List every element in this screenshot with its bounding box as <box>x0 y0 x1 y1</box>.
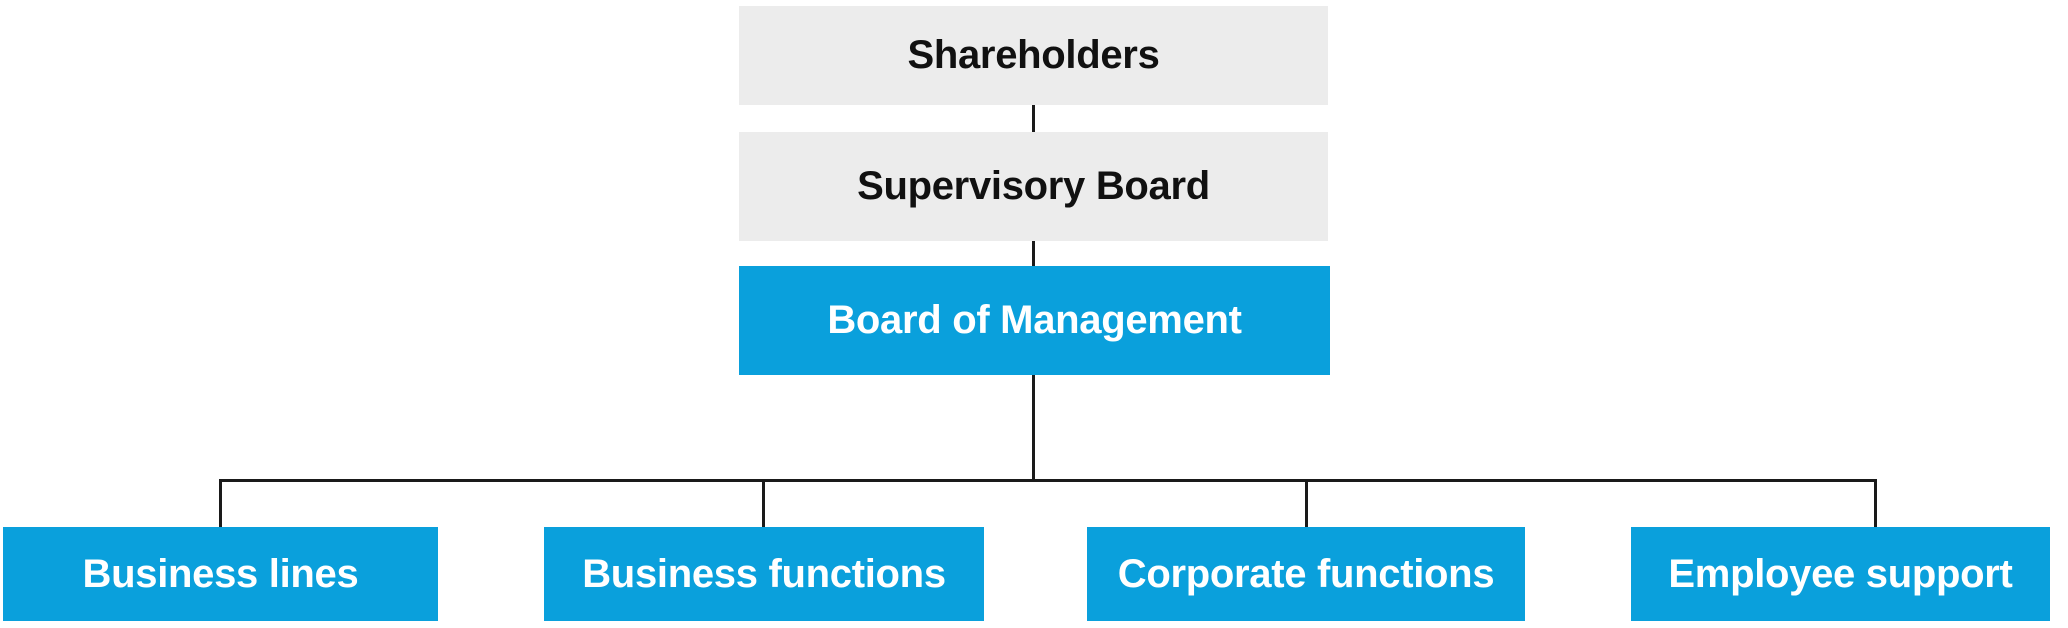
connector-horizontal-bus <box>219 479 1877 482</box>
node-business-lines-label: Business lines <box>82 551 359 596</box>
node-business-lines: Business lines <box>3 527 438 621</box>
node-shareholders: Shareholders <box>739 6 1328 105</box>
node-board-of-management: Board of Management <box>739 266 1330 375</box>
connector-shareholders-supervisory <box>1032 105 1035 132</box>
node-shareholders-label: Shareholders <box>907 33 1160 77</box>
node-supervisory-board: Supervisory Board <box>739 132 1328 241</box>
connector-drop-corporate-functions <box>1305 479 1308 527</box>
node-supervisory-board-label: Supervisory Board <box>857 164 1210 208</box>
node-employee-support: Employee support <box>1631 527 2050 621</box>
node-business-functions-label: Business functions <box>582 551 946 596</box>
node-business-functions: Business functions <box>544 527 984 621</box>
connector-supervisory-board <box>1032 241 1035 266</box>
node-employee-support-label: Employee support <box>1668 551 2013 596</box>
node-corporate-functions: Corporate functions <box>1087 527 1525 621</box>
connector-drop-business-functions <box>762 479 765 527</box>
connector-drop-employee-support <box>1874 479 1877 527</box>
connector-board-trunk <box>1032 375 1035 481</box>
node-corporate-functions-label: Corporate functions <box>1117 551 1495 596</box>
node-board-of-management-label: Board of Management <box>827 298 1242 342</box>
connector-drop-business-lines <box>219 479 222 527</box>
